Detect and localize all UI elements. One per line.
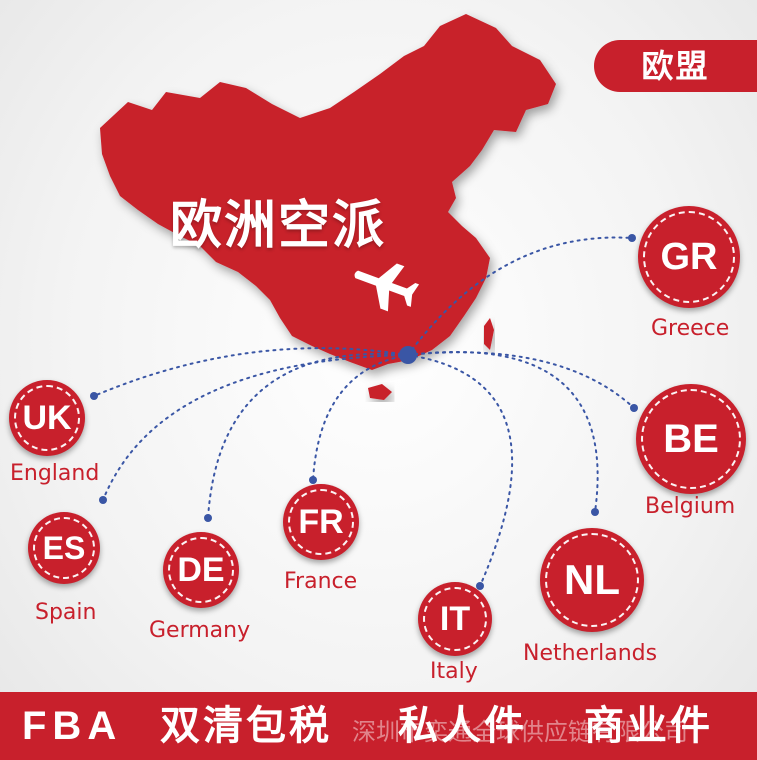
route-it: [407, 354, 514, 587]
route-uk-endpoint: [90, 392, 98, 400]
watermark: 深圳市奕通全球供应链有限公司: [352, 718, 688, 746]
badge-code: DE: [177, 550, 225, 589]
flight-routes: [90, 234, 638, 590]
route-be-endpoint: [630, 404, 638, 412]
country-name: Netherlands: [523, 641, 658, 666]
route-gr: [407, 236, 633, 356]
badge-nl: NL: [540, 528, 644, 632]
country-name: England: [10, 461, 100, 486]
banner-service-2: 私人件: [398, 703, 527, 749]
hainan-shape: [368, 384, 392, 400]
route-nl: [407, 351, 599, 513]
country-name: Greece: [651, 316, 730, 341]
badge-code: UK: [22, 398, 72, 437]
badge-uk: UK: [9, 380, 85, 456]
route-gr-endpoint: [628, 234, 636, 242]
badge-code: NL: [564, 556, 620, 603]
badge-code: ES: [42, 529, 86, 566]
badge-code: GR: [660, 235, 718, 278]
route-es: [102, 354, 409, 501]
country-name: Spain: [35, 600, 97, 625]
country-name: France: [284, 569, 358, 594]
route-uk: [93, 347, 409, 397]
banner-fba: FBA: [22, 704, 123, 748]
bottom-banner: FBA 双清包税 私人件 商业件: [0, 692, 757, 760]
airplane-icon: [354, 263, 420, 312]
country-name: Belgium: [645, 494, 736, 519]
map-title: 欧洲空派: [170, 196, 387, 256]
badge-fr: FR: [283, 484, 359, 560]
route-be: [407, 351, 635, 409]
country-name: Germany: [149, 618, 251, 643]
banner-service-1: 双清包税: [160, 703, 332, 749]
route-it-endpoint: [476, 582, 484, 590]
route-de-endpoint: [204, 514, 212, 522]
banner-service-3: 商业件: [584, 703, 713, 749]
badge-code: BE: [663, 416, 719, 461]
badge-code: FR: [298, 502, 344, 541]
badge-es: ES: [28, 512, 100, 584]
origin-dot: [399, 346, 417, 364]
badge-de: DE: [163, 532, 239, 608]
route-fr: [312, 354, 409, 481]
route-nl-endpoint: [591, 508, 599, 516]
route-de: [207, 352, 409, 519]
taiwan-shape: [484, 318, 494, 350]
badge-gr: GR: [638, 206, 740, 308]
region-tag: 欧盟: [594, 40, 757, 92]
badge-be: BE: [636, 384, 746, 494]
badge-it: IT: [418, 582, 492, 656]
route-es-endpoint: [99, 496, 107, 504]
badge-code: IT: [439, 599, 471, 638]
country-name: Italy: [430, 659, 478, 684]
china-shape: [100, 14, 556, 370]
route-fr-endpoint: [309, 476, 317, 484]
